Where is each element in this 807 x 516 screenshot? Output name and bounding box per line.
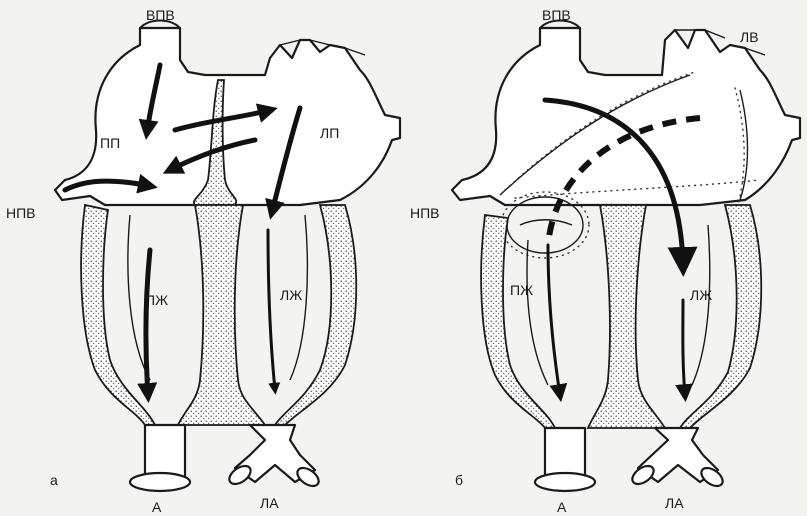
panel-b-label-lv: ЛЖ (690, 287, 712, 303)
panel-a-label-svc: ВПВ (146, 7, 175, 23)
panel-b-lv-inner-line (692, 225, 710, 385)
panel-a-label-pa: ЛА (260, 495, 279, 511)
panel-b-aorta (545, 428, 585, 478)
panel-a-ventricular-septum (178, 205, 265, 425)
panel-b-label-aorta: А (557, 499, 567, 515)
panel-a-label-ra: ПП (100, 135, 120, 151)
panel-a-label-rv: ПЖ (145, 292, 168, 308)
panel-a-letter: а (50, 472, 58, 488)
panel-a-lv-outer-wall (275, 205, 356, 425)
panel-b-ventricular-septum (588, 205, 665, 428)
panel-a-aorta (145, 425, 185, 478)
panel-a-arrow-lv-to-pa (268, 230, 275, 390)
panel-b-arrow-lv-to-pa (683, 300, 685, 395)
panel-b-label-rv: ПЖ (510, 282, 533, 298)
panel-b-label-svc: ВПВ (542, 7, 571, 23)
panel-a-label-aorta: А (152, 499, 162, 515)
panel-b-label-pa: ЛА (665, 495, 684, 511)
panel-a-aorta-opening (130, 473, 190, 491)
panel-a-label-ivc: НПВ (6, 205, 36, 221)
panel-b-atria-outline (452, 28, 800, 205)
panel-b-letter: б (455, 472, 463, 488)
panel-b-label-pv: ЛВ (740, 29, 759, 45)
panel-b-arrow-rv-to-aorta (548, 245, 560, 395)
panel-b-rv-inner-line (527, 240, 548, 385)
panel-b-rv-outer-wall (481, 215, 555, 428)
panel-b-valve-line (520, 220, 572, 225)
panel-b: ВПВ ЛВ НПВ ПЖ ЛЖ А ЛА б (410, 7, 800, 515)
panel-b-label-ivc: НПВ (410, 205, 440, 221)
panel-b-lv-outer-wall (680, 205, 761, 428)
panel-a-label-lv: ЛЖ (280, 287, 302, 303)
panel-a-arrow-rv-to-aorta (146, 250, 150, 395)
panel-a: ВПВ ПП ЛП НПВ ПЖ ЛЖ А ЛА а (6, 7, 400, 515)
panel-b-aorta-opening (535, 473, 595, 491)
panel-a-label-la: ЛП (320, 125, 339, 141)
